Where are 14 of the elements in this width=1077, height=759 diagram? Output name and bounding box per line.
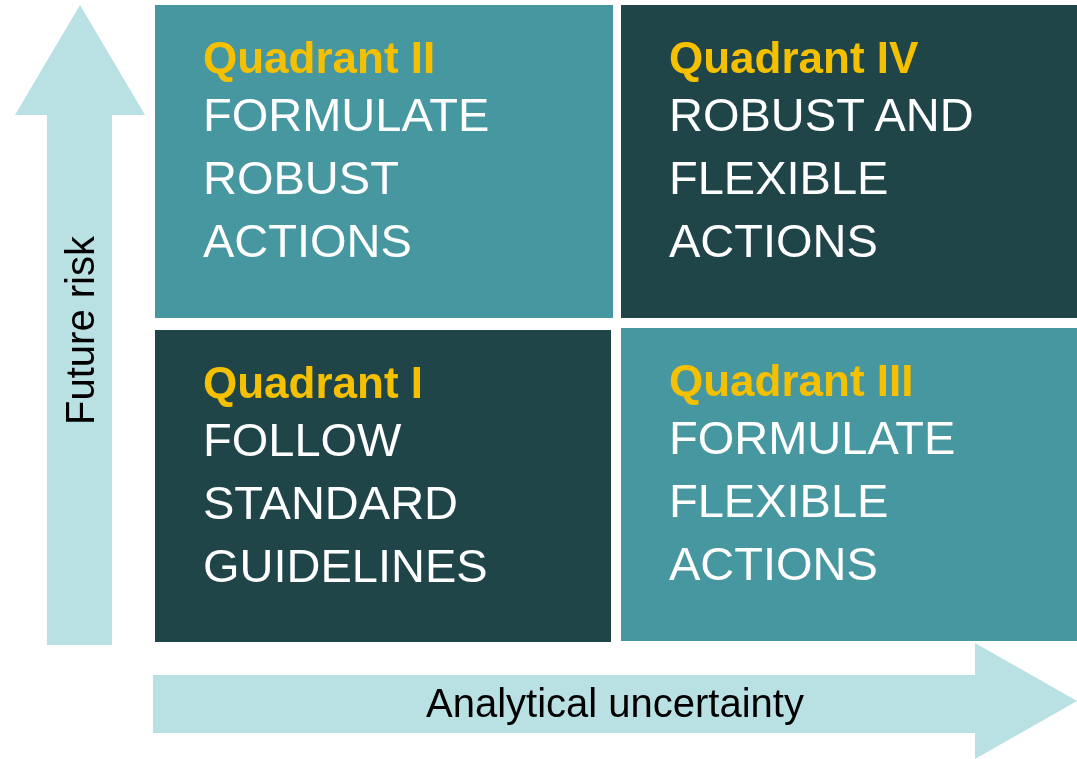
quadrant-text: ROBUST AND FLEXIBLE ACTIONS	[669, 87, 975, 269]
quadrant-text: FORMULATE ROBUST ACTIONS	[203, 87, 491, 269]
quadrant-text: FORMULATE FLEXIBLE ACTIONS	[669, 410, 957, 592]
quadrant-box	[155, 330, 611, 642]
quadrant-heading: Quadrant IV	[669, 33, 919, 83]
quadrant-box	[621, 5, 1077, 318]
quadrant-box	[155, 5, 613, 318]
axis-label: Analytical uncertainty	[426, 680, 804, 726]
quadrant-text: FOLLOW STANDARD GUIDELINES	[203, 412, 489, 594]
quadrant-heading: Quadrant I	[203, 358, 424, 408]
axis-label: Future risk	[57, 235, 103, 425]
quadrant-heading: Quadrant II	[203, 33, 436, 83]
quadrant-box	[621, 328, 1077, 641]
quadrant-heading: Quadrant III	[669, 356, 914, 406]
